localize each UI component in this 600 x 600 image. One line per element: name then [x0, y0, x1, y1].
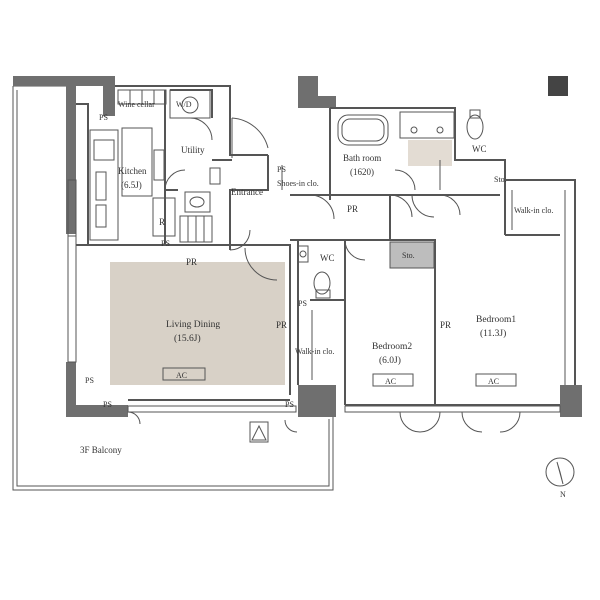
- shaft-square: [548, 76, 568, 96]
- label-wd: W/D: [176, 100, 192, 109]
- label-pr-bedroom1: PR: [440, 320, 451, 330]
- label-north: N: [560, 490, 566, 499]
- label-wine-cellar: Wine cellar: [118, 100, 155, 109]
- label-pr-hall: PR: [347, 204, 358, 214]
- doors: [127, 117, 521, 433]
- ac-boxes: [162, 367, 517, 387]
- label-pr-living-right: PR: [276, 320, 287, 330]
- label-walk-in-closet-right: Walk-in clo.: [514, 206, 553, 215]
- closet-shelves: [281, 165, 566, 385]
- label-ac-living: AC: [176, 371, 187, 380]
- label-ps-kitchen: PS: [161, 239, 170, 248]
- label-bedroom2-area: (6.0J): [379, 355, 401, 366]
- bathroom-fixtures: [337, 109, 484, 190]
- label-ps-top-left: PS: [99, 113, 108, 122]
- label-ps-bottom-left-2: PS: [103, 400, 112, 409]
- bath-counter-fill: [408, 140, 452, 166]
- label-wc-bath: WC: [472, 144, 487, 154]
- label-living-area: (15.6J): [174, 333, 201, 344]
- label-ac-bedroom2: AC: [385, 377, 396, 386]
- label-bedroom1-area: (11.3J): [480, 328, 506, 339]
- label-ac-bedroom1: AC: [488, 377, 499, 386]
- interior-walls: [76, 85, 576, 406]
- label-r: R: [159, 217, 165, 227]
- label-balcony: 3F Balcony: [80, 445, 122, 455]
- label-utility: Utility: [181, 145, 205, 155]
- north-compass-icon: [545, 457, 575, 487]
- label-ps-bottom-right: PS: [285, 400, 294, 409]
- label-bedroom1: Bedroom1: [476, 315, 516, 325]
- label-bath-room: Bath room: [343, 153, 381, 163]
- label-kitchen: Kitchen: [118, 166, 147, 176]
- label-ps-bottom-left: PS: [85, 376, 94, 385]
- label-pr-living: PR: [186, 257, 197, 267]
- window-frames: [67, 179, 561, 413]
- outdoor-unit: [249, 421, 269, 443]
- label-living-dining: Living Dining: [166, 320, 220, 330]
- living-dining-floor: [110, 262, 285, 385]
- storage-box-center: [389, 241, 435, 269]
- kitchen-fixtures: [89, 127, 176, 241]
- exterior-walls: [13, 76, 582, 417]
- utility-fixtures: [179, 167, 221, 243]
- label-bath-size: (1620): [350, 167, 374, 177]
- label-bedroom2: Bedroom2: [372, 342, 412, 352]
- label-shoes-in-closet: Shoes-in clo.: [277, 179, 319, 188]
- label-sto-center: Sto.: [402, 251, 415, 260]
- label-ps-shoes: PS: [277, 165, 286, 174]
- label-walk-in-closet-center: Walk-in clo.: [295, 347, 334, 356]
- label-sto-top: Sto.: [494, 175, 507, 184]
- label-wc-hall: WC: [320, 253, 335, 263]
- label-ps-closet: PS: [298, 299, 307, 308]
- label-kitchen-area: (6.5J): [121, 180, 142, 190]
- wc-hall-fixtures: [297, 245, 331, 299]
- label-entrance: Entrance: [231, 187, 263, 197]
